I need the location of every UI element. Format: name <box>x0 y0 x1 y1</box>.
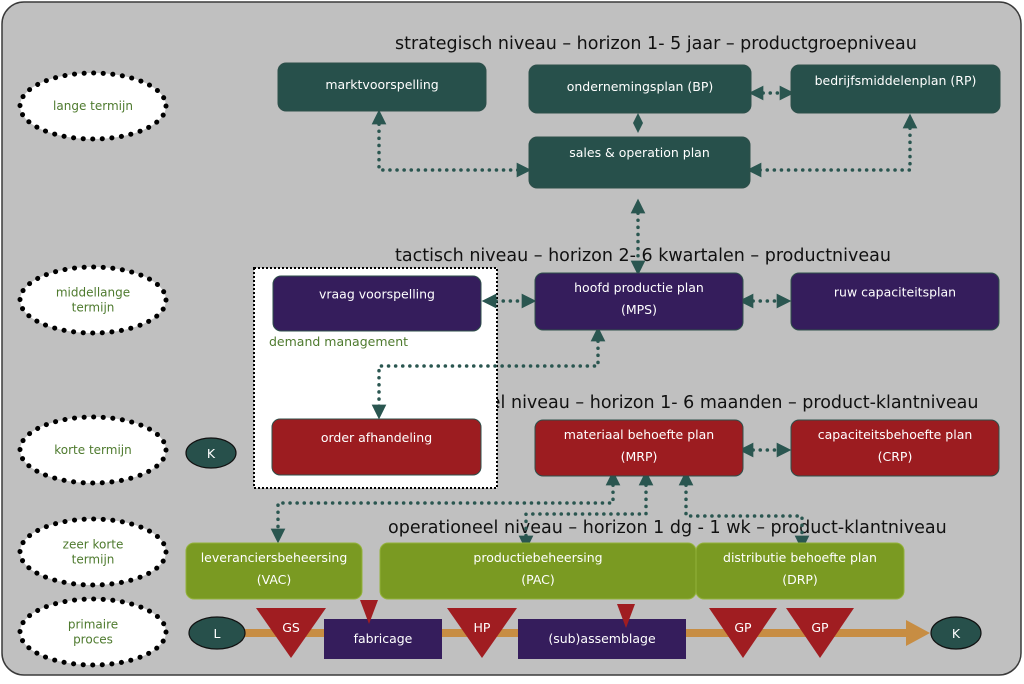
box-sop: sales & operation plan <box>528 136 751 189</box>
box-pac: productiebeheersing (PAC) <box>379 542 697 600</box>
control-arrow-fabricage <box>360 600 378 624</box>
process-step-subassemblage-label: (sub)assemblage <box>548 631 656 646</box>
customer-node-label: K <box>952 626 961 641</box>
box-resource-plan: bedrijfsmiddelenplan (RP) <box>790 64 1001 114</box>
box-shape <box>790 419 1000 477</box>
process-step-fabricage <box>324 619 442 659</box>
term-label: lange termijn <box>53 99 133 113</box>
box-label: (PAC) <box>521 572 555 587</box>
customer-node <box>930 616 982 650</box>
box-label: order afhandeling <box>321 430 432 445</box>
term-label: termijn <box>72 553 115 567</box>
box-shape <box>790 64 1001 114</box>
box-label: ruw capaciteitsplan <box>834 285 956 300</box>
stock-triangle-gp-2 <box>786 608 854 658</box>
box-label: (MPS) <box>621 302 657 317</box>
stock-triangle-gs <box>256 608 326 658</box>
material-flow-arrowhead <box>906 620 930 646</box>
box-drp: distributie behoefte plan (DRP) <box>695 542 905 600</box>
supplier-node-label: L <box>214 626 221 641</box>
box-rough-capacity: ruw capaciteitsplan <box>790 272 1000 331</box>
stock-label-hp: HP <box>474 620 491 635</box>
box-order-handling: order afhandeling <box>271 418 482 476</box>
shopfloor-level-title: operationeel niveau – horizon 1 dg - 1 w… <box>388 518 947 538</box>
term-ellipse <box>17 414 169 486</box>
box-shape <box>185 542 363 600</box>
connector-bp-sop <box>633 113 643 133</box>
box-shape <box>528 64 752 114</box>
box-mrp: materiaal behoefte plan (MRP) <box>534 419 744 477</box>
box-shape <box>790 272 1000 331</box>
supplier-node <box>188 616 246 650</box>
planning-boxes: marktvoorspelling ondernemingsplan (BP) be… <box>185 62 1001 600</box>
box-business-plan: ondernemingsplan (BP) <box>528 64 752 114</box>
box-label: marktvoorspelling <box>325 77 438 92</box>
connector-mps-order <box>371 326 606 420</box>
process-step-fabricage-label: fabricage <box>354 631 413 646</box>
box-vac: leveranciersbeheersing (VAC) <box>185 542 363 600</box>
tactical-level-title: tactisch niveau – horizon 2- 6 kwartalen… <box>395 246 891 266</box>
box-crp: capaciteitsbehoefte plan (CRP) <box>790 419 1000 477</box>
control-arrow-subassemblage <box>617 604 635 628</box>
term-long: lange termijn <box>17 70 169 142</box>
box-label: (MRP) <box>621 449 658 464</box>
box-demand-forecast: vraag voorspelling <box>272 275 482 332</box>
box-label: capaciteitsbehoefte plan <box>818 427 973 442</box>
box-label: bedrijfsmiddelenplan (RP) <box>815 73 977 88</box>
box-shape <box>528 136 751 189</box>
term-ellipse <box>17 70 169 142</box>
demand-management-label: demand management <box>269 334 408 349</box>
connector-rp-sop <box>746 113 918 178</box>
box-label: (VAC) <box>257 572 292 587</box>
box-shape <box>271 418 482 476</box>
box-mps: hoofd productie plan (MPS) <box>534 272 744 331</box>
connector-mrp-pac <box>518 470 654 551</box>
term-label: primaire <box>68 618 118 632</box>
box-label: productiebeheersing <box>473 550 602 565</box>
term-ellipse <box>17 264 169 336</box>
term-ellipse <box>17 516 169 588</box>
box-shape <box>277 62 487 112</box>
box-market-forecast: marktvoorspelling <box>277 62 487 112</box>
box-label: ondernemingsplan (BP) <box>567 79 714 94</box>
box-label: sales & operation plan <box>569 145 710 160</box>
stock-triangle-gp-1 <box>709 608 777 658</box>
box-shape <box>695 542 905 600</box>
box-shape <box>534 272 744 331</box>
stock-label-gs: GS <box>282 620 300 635</box>
connectors <box>270 85 918 551</box>
primary-process: L K fabricage (sub)assemblage GS HP GP G… <box>188 600 982 659</box>
term-label: termijn <box>72 301 115 315</box>
box-label: hoofd productie plan <box>574 280 704 295</box>
connector-market-sop <box>371 109 532 178</box>
term-label: korte termijn <box>54 443 131 457</box>
strategic-level-title: strategisch niveau – horizon 1- 5 jaar –… <box>395 34 917 54</box>
box-label: vraag voorspelling <box>319 287 435 302</box>
box-shape <box>272 275 482 332</box>
box-label: leveranciersbeheersing <box>201 550 348 565</box>
box-label: (DRP) <box>782 572 818 587</box>
term-label: proces <box>73 633 113 647</box>
box-label: materiaal behoefte plan <box>564 427 714 442</box>
term-short: korte termijn <box>17 414 169 486</box>
term-label: middellange <box>56 286 130 300</box>
stock-label-gp-1: GP <box>734 620 752 635</box>
customer-node-short-term-label: K <box>207 446 216 461</box>
stock-label-gp-2: GP <box>811 620 829 635</box>
stock-triangle-hp <box>447 608 517 658</box>
term-ellipse <box>17 596 169 668</box>
box-label: (CRP) <box>878 449 913 464</box>
box-shape <box>534 419 744 477</box>
term-label: zeer korte <box>63 538 124 552</box>
customer-node-short-term <box>185 437 237 469</box>
process-step-subassemblage <box>518 619 686 659</box>
box-label: distributie behoefte plan <box>723 550 877 565</box>
